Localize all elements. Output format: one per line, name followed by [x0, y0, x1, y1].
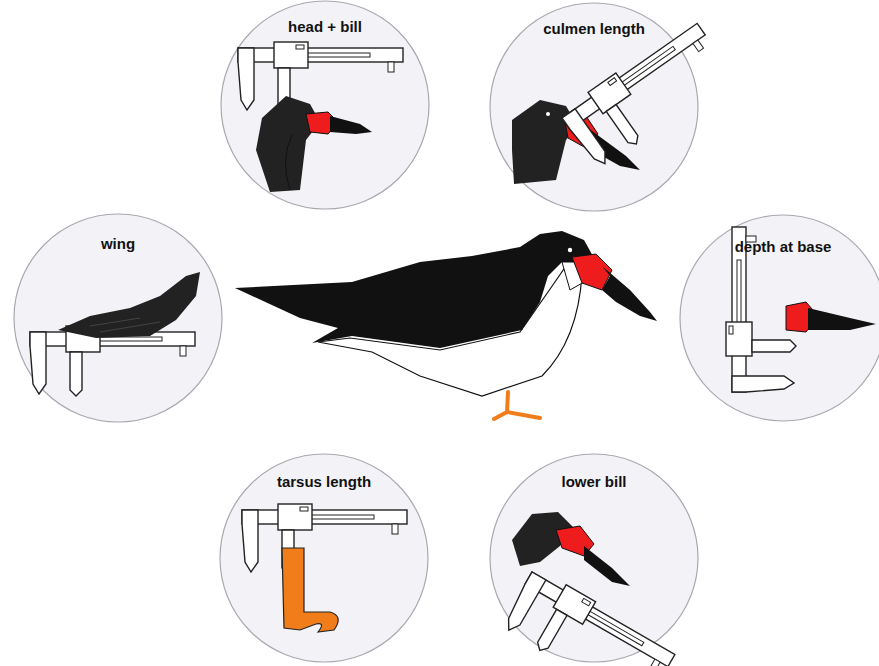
- measure-circle: tarsus length: [219, 453, 429, 663]
- measure-circle: lower bill: [489, 453, 699, 663]
- measure-label: head + bill: [220, 18, 430, 36]
- skimmer-bird: [235, 231, 657, 419]
- measure-label: culmen length: [489, 20, 699, 38]
- lower-bill-figure: [500, 512, 678, 666]
- measure-label: lower bill: [489, 473, 699, 491]
- measure-label: depth at base: [679, 238, 879, 256]
- measure-label: wing: [13, 235, 223, 253]
- measure-circle: wing: [13, 213, 223, 423]
- measure-circle: culmen length: [489, 2, 699, 212]
- depth-figure: [726, 227, 876, 392]
- measure-circle: depth at base: [679, 214, 879, 422]
- tarsus-figure: [242, 504, 407, 632]
- measure-label: tarsus length: [219, 473, 429, 491]
- head-bill-figure: [238, 42, 403, 192]
- culmen-figure: [512, 18, 734, 184]
- measure-circle: head + bill: [220, 0, 430, 210]
- wing-figure: [30, 272, 200, 396]
